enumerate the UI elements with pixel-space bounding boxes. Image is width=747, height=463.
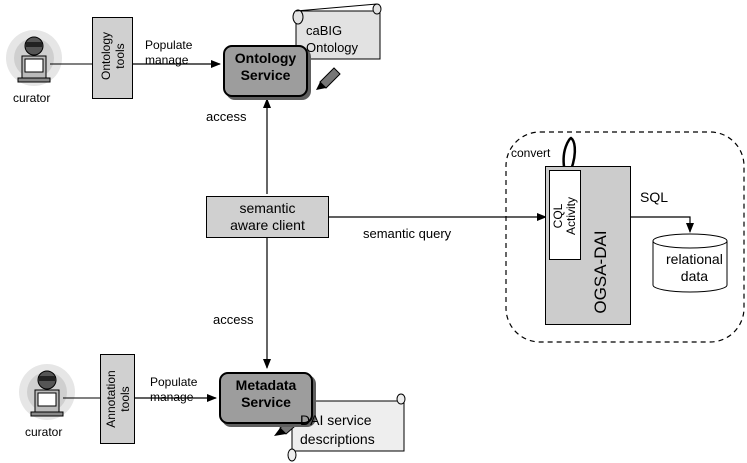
ogsa-dai-label: OGSA-DAI <box>591 230 610 314</box>
curator-top-icon <box>6 30 92 86</box>
cabig-ontology-scroll <box>292 3 382 60</box>
ogsa-dai-container <box>505 131 745 343</box>
convert-loop <box>562 136 577 173</box>
access-top-label: access <box>206 109 247 124</box>
semantic-query-label: semantic query <box>363 226 452 241</box>
pen-icon-top <box>316 67 341 90</box>
sql-label: SQL <box>640 189 669 205</box>
access-bottom-label: access <box>213 312 254 327</box>
relational-data-cylinder <box>652 233 728 293</box>
curator-bottom-label: curator <box>25 425 63 439</box>
curator-top-label: curator <box>13 91 51 105</box>
convert-label: convert <box>511 146 551 160</box>
curator-bottom-icon <box>19 364 100 420</box>
